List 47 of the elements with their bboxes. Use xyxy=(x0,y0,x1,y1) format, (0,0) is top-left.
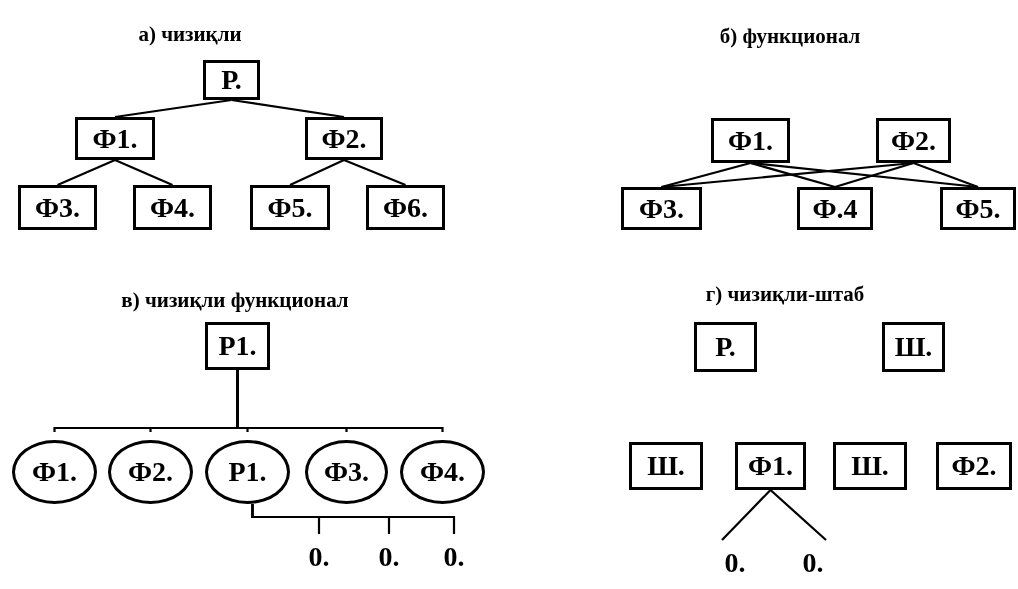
panel-heading: г) чизиқли-штаб xyxy=(705,282,865,307)
connector-line xyxy=(289,159,345,186)
org-ellipse: Ф3. xyxy=(305,440,388,504)
org-box: Ш. xyxy=(629,442,703,490)
org-ellipse: Ф2. xyxy=(108,440,193,504)
connector-line xyxy=(721,489,772,541)
connector-line xyxy=(114,98,232,119)
org-box: Р. xyxy=(203,60,260,100)
org-box: Р. xyxy=(694,322,757,372)
connector-line xyxy=(231,98,345,119)
connector-line xyxy=(114,159,173,186)
org-box: Ф5. xyxy=(940,187,1016,230)
panel-heading: б) функционал xyxy=(719,24,861,49)
org-box: Ф1. xyxy=(75,117,155,160)
panel-heading: в) чизиқли функционал xyxy=(121,288,349,313)
org-ellipse: Ф1. xyxy=(12,440,97,504)
unit-label: 0. xyxy=(302,540,336,574)
connector-line xyxy=(57,159,116,186)
connector-line xyxy=(834,161,914,189)
panel-heading: а) чизиқли xyxy=(138,22,242,47)
connector-line xyxy=(913,161,979,189)
org-box: Ф6. xyxy=(366,185,445,230)
connector-line xyxy=(769,489,827,541)
org-box: Р1. xyxy=(205,322,270,370)
org-box: Ф.4 xyxy=(797,187,873,230)
connector-line xyxy=(343,159,406,186)
org-ellipse: Ф4. xyxy=(400,440,485,504)
org-box: Ф2. xyxy=(305,117,383,160)
unit-label: 0. xyxy=(796,546,830,580)
connector-line xyxy=(750,161,836,189)
unit-label: 0. xyxy=(437,540,471,574)
org-box: Ф5. xyxy=(250,185,330,230)
org-box: Ф1. xyxy=(711,118,790,163)
unit-label: 0. xyxy=(718,546,752,580)
org-ellipse: Р1. xyxy=(205,440,290,504)
org-box: Ф1. xyxy=(735,442,806,490)
org-box: Ф3. xyxy=(18,185,97,230)
org-box: Ф4. xyxy=(133,185,212,230)
connector-line xyxy=(236,370,444,432)
org-box: Ф2. xyxy=(936,442,1012,490)
org-box: Ш. xyxy=(882,322,945,372)
connector-line xyxy=(251,504,456,534)
unit-label: 0. xyxy=(372,540,406,574)
org-box: Ш. xyxy=(833,442,907,490)
org-box: Ф3. xyxy=(621,187,702,230)
connector-line xyxy=(661,161,751,189)
org-box: Ф2. xyxy=(876,118,951,163)
